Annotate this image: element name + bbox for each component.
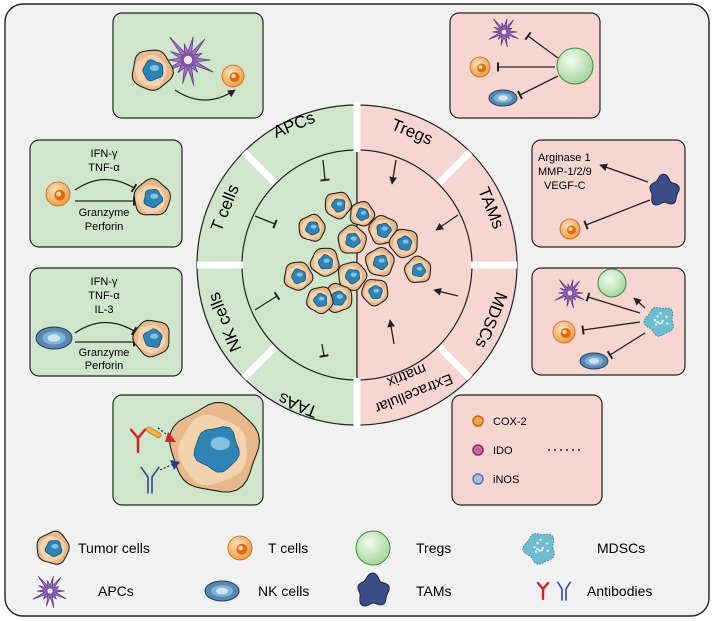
tumor-cell-icon <box>133 178 171 216</box>
antibodies-icon <box>129 426 180 494</box>
legend-tcell-label: T cells <box>268 540 308 556</box>
tcell-icon <box>559 218 581 240</box>
nkcell-icon <box>579 352 609 370</box>
tcell-icon <box>469 56 491 78</box>
antibody-box <box>112 394 264 506</box>
enzyme-label-ido: IDO <box>493 445 513 457</box>
treg-icon <box>597 268 627 298</box>
inos-dot <box>472 473 484 485</box>
cox2-dot <box>472 415 484 427</box>
legend-tumor-label: Tumor cells <box>78 540 150 556</box>
tcell-icon <box>221 64 245 88</box>
legend-apc-icon <box>32 575 67 608</box>
tregs-box <box>449 12 601 119</box>
nk-cytokine-3: IL-3 <box>95 304 114 316</box>
tams-box: Arginase 1 MMP-1/2/9 VEGF-C <box>531 139 686 248</box>
tam-icon <box>649 173 680 206</box>
mdscs-box <box>531 267 686 376</box>
legend-apc-label: APCs <box>98 583 134 599</box>
tcell-effector-1: Granzyme <box>79 207 130 219</box>
legend-tcell-icon <box>227 535 253 561</box>
enzyme-box: COX-2 IDO iNOS <box>451 394 603 506</box>
nk-effector-2: Perforin <box>85 360 124 372</box>
nkcell-icon <box>35 326 73 350</box>
legend-tam-label: TAMs <box>416 583 452 599</box>
legend-antibodies-icon <box>536 581 571 601</box>
legend-antibodies-label: Antibodies <box>587 583 652 599</box>
treg-icon <box>556 47 594 85</box>
ring-separators <box>197 102 517 428</box>
tumor-cell-large-icon <box>168 401 261 493</box>
legend-nkcell-label: NK cells <box>258 583 309 599</box>
tam-factor-1: Arginase 1 <box>538 152 591 164</box>
tumor-cell-cluster <box>283 191 432 315</box>
tcell-box: IFN-γ TNF-α Granzyme Perforin <box>29 139 183 248</box>
enzyme-label-cox2: COX-2 <box>493 416 527 428</box>
legend-treg-icon <box>355 530 391 566</box>
nkcell-box: IFN-γ TNF-α IL-3 Granzyme Perforin <box>29 267 183 377</box>
center-ring: APCs T cells NK cells TAAs Tregs TAMs MD… <box>196 102 518 428</box>
nk-effector-1: Granzyme <box>79 347 130 359</box>
tumor-cell-icon <box>132 319 170 358</box>
enzyme-label-inos: iNOS <box>493 474 519 486</box>
ring-right-half <box>356 104 518 426</box>
tcell-cytokine-1: IFN-γ <box>91 148 118 160</box>
ido-dot <box>472 444 484 456</box>
tcell-cytokine-2: TNF-α <box>88 162 120 174</box>
tam-factor-2: MMP-1/2/9 <box>538 166 592 178</box>
tcell-icon <box>552 320 576 344</box>
mdsc-icon <box>643 307 674 337</box>
legend-nkcell-icon <box>204 580 240 602</box>
right-activation-arrows <box>387 159 459 345</box>
legend-tumor-icon <box>36 530 70 565</box>
tcell-icon <box>45 181 71 207</box>
nk-cytokine-2: TNF-α <box>88 290 120 302</box>
nk-cytokine-1: IFN-γ <box>91 276 118 288</box>
tcell-effector-2: Perforin <box>85 221 124 233</box>
apc-box <box>112 12 264 119</box>
nkcell-icon <box>488 89 518 107</box>
tam-factor-3: VEGF-C <box>544 180 586 192</box>
apc-icon <box>488 18 519 48</box>
legend-mdsc-label: MDSCs <box>597 540 645 556</box>
ring-left-half <box>196 104 358 426</box>
legend-treg-label: Tregs <box>416 540 451 556</box>
tumor-cell-icon <box>131 49 174 91</box>
apc-icon <box>554 279 585 309</box>
legend-mdsc-icon <box>522 533 555 565</box>
legend-tam-icon <box>357 572 390 607</box>
left-inhibition-arrows <box>254 159 330 358</box>
legend: Tumor cells T cells Tregs MDSCs APCs NK … <box>32 530 652 608</box>
